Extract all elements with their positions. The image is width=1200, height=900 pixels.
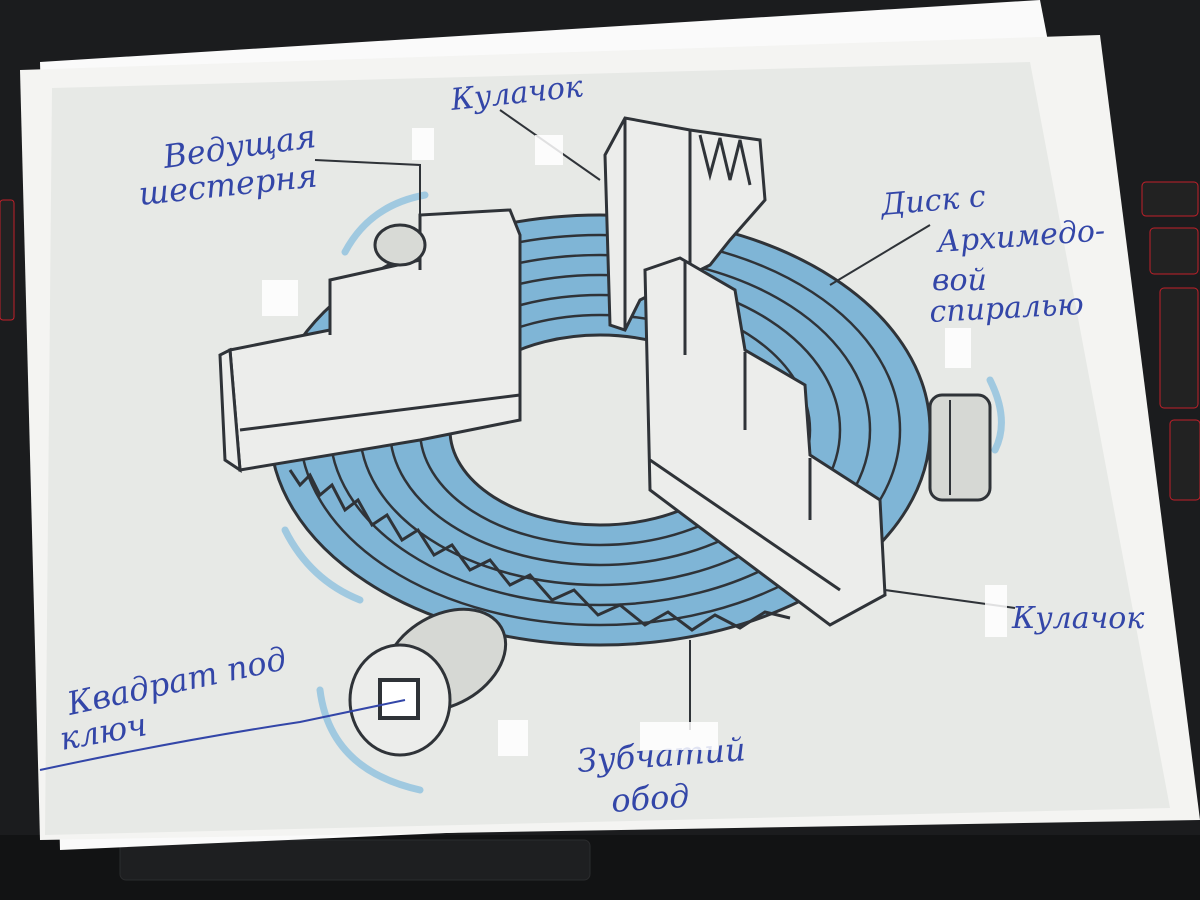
- jaw-right: [643, 256, 887, 627]
- label-rim-line2: обод: [610, 777, 691, 820]
- correction-marks: [262, 128, 1007, 756]
- toothed-rim: [288, 469, 791, 632]
- wrench-pinion: [348, 607, 508, 757]
- jaw-left: [218, 208, 522, 473]
- keyboard-keys-icon: [0, 181, 1200, 501]
- laptop-trackpad: [119, 839, 591, 881]
- driving-gear: [373, 223, 427, 267]
- label-jaw-bottom-right: Кулачок: [1011, 601, 1144, 636]
- right-pinion: [928, 393, 992, 502]
- label-disc-line3: вой: [932, 263, 987, 298]
- label-disc-line4: спиралью: [929, 287, 1085, 330]
